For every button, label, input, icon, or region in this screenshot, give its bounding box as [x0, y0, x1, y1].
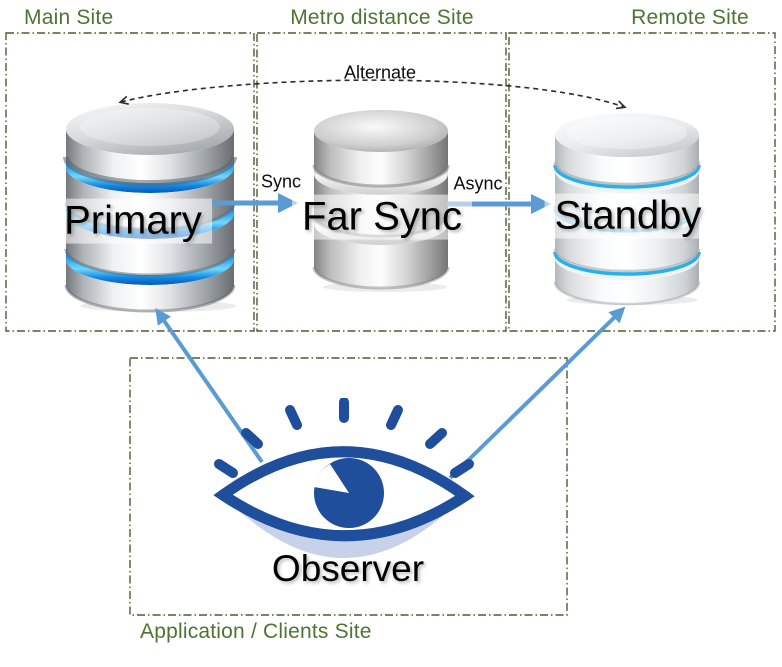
eye-shadow-crescent — [228, 500, 460, 558]
alternate-link-label: Alternate — [343, 62, 417, 83]
far-sync-node-label: Far Sync — [291, 194, 473, 240]
application-site-label: Application / Clients Site — [140, 620, 372, 643]
primary-node-label: Primary — [54, 198, 212, 244]
eye-iris-notch — [314, 464, 349, 493]
far-sync-top — [314, 110, 448, 152]
metro-site-label: Metro distance Site — [290, 6, 474, 29]
remote-site-label: Remote Site — [631, 6, 749, 29]
async-link-label: Async — [453, 173, 503, 194]
eye-lashes — [214, 398, 474, 478]
observer-node-label: Observer — [271, 548, 425, 589]
main-site-label: Main Site — [24, 6, 114, 29]
observer-eye-icon — [213, 398, 475, 558]
standby-node-label: Standby — [544, 193, 712, 239]
sync-link-label: Sync — [260, 171, 302, 192]
